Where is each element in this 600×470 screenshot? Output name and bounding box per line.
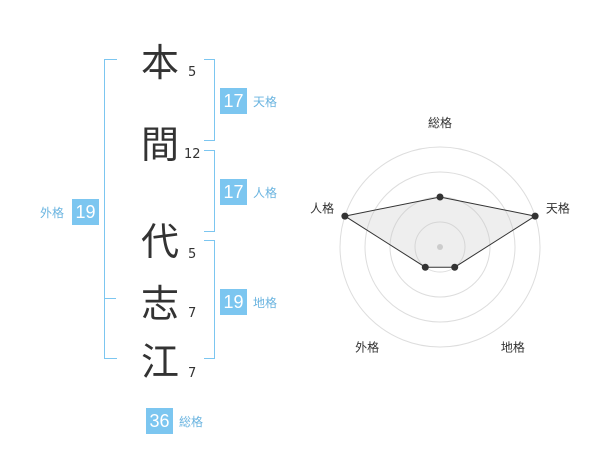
radar-axis-label-2: 天格 (546, 201, 570, 216)
radar-ring-4 (339, 146, 541, 348)
gaikaku-divider (105, 298, 116, 299)
stroke-count-2: 12 (184, 147, 201, 162)
radar-point-3 (451, 263, 459, 271)
char-2: 間 (140, 123, 179, 167)
gaikaku-label: 外格 (40, 206, 65, 220)
radar-center (437, 244, 443, 250)
stroke-count-1: 5 (188, 65, 197, 80)
radar-point-5 (341, 212, 349, 220)
radar-point-2 (531, 212, 539, 220)
char-1: 本 (140, 41, 179, 85)
jinkaku-label: 人格 (253, 186, 278, 200)
chikaku-label: 地格 (253, 296, 278, 310)
gaikaku-bracket (104, 59, 117, 359)
gaikaku-badge: 19 (72, 199, 99, 225)
chikaku-bracket (204, 240, 215, 359)
stroke-count-3: 5 (188, 247, 197, 262)
stroke-count-5: 7 (188, 366, 197, 381)
soukaku-label: 総格 (179, 415, 204, 429)
char-5: 江 (140, 340, 179, 384)
radar-axis-label-1: 総格 (428, 115, 452, 130)
char-3: 代 (140, 220, 179, 264)
radar-axis-label-5: 人格 (310, 201, 334, 216)
radar-point-4 (421, 263, 429, 271)
chikaku-badge: 19 (220, 289, 247, 315)
radar-axis-label-4: 外格 (355, 339, 379, 354)
tenkaku-badge: 17 (220, 88, 247, 114)
radar-ring-3 (364, 171, 516, 323)
tenkaku-label: 天格 (253, 95, 278, 109)
char-4: 志 (140, 282, 179, 326)
tenkaku-bracket (204, 59, 215, 141)
radar-area (343, 196, 537, 268)
soukaku-badge: 36 (146, 408, 173, 434)
stroke-count-4: 7 (188, 306, 197, 321)
jinkaku-badge: 17 (220, 179, 247, 205)
radar-axis-label-3: 地格 (501, 339, 525, 354)
radar-ring-1 (414, 221, 466, 273)
jinkaku-bracket (204, 150, 215, 232)
radar-point-1 (436, 193, 444, 201)
